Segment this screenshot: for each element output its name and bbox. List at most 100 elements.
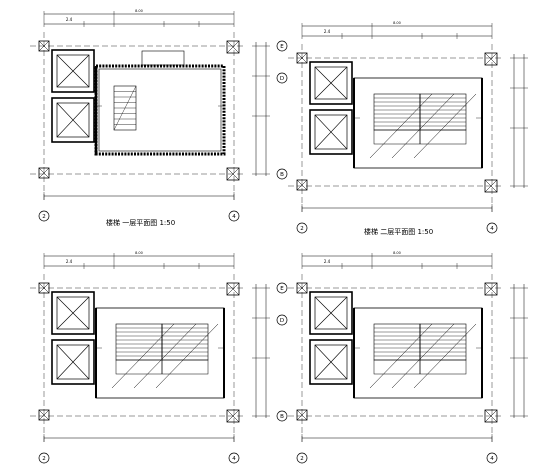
axis-row-d-label: D xyxy=(280,318,284,324)
column-outline xyxy=(484,52,498,66)
axis-row-e-bubble xyxy=(276,282,288,294)
stair-direction-line xyxy=(391,323,455,389)
stair-direction-line xyxy=(155,323,219,389)
column-hatch xyxy=(296,409,308,421)
elevator-car xyxy=(56,54,90,88)
elevator-shaft xyxy=(51,291,95,335)
stair-direction-line xyxy=(413,93,477,159)
elevator-shaft-wall xyxy=(51,49,95,93)
structural-column xyxy=(38,409,50,421)
axis-row-b-label: B xyxy=(280,172,284,178)
structural-column xyxy=(484,52,498,66)
bay-dimension-text: 2.4 xyxy=(66,17,73,22)
overall-dimension-text: 8.00 xyxy=(135,9,143,13)
structural-column xyxy=(296,409,308,421)
elevator-car xyxy=(314,114,348,150)
axis-col-4-bubble xyxy=(228,452,240,464)
stair-direction-line xyxy=(413,323,477,389)
elevator-cross xyxy=(56,344,90,380)
axis-row-e-bubble xyxy=(276,40,288,52)
column-hatch xyxy=(484,282,498,296)
entry-canopy xyxy=(141,50,185,66)
stair-direction-line xyxy=(391,93,455,159)
axis-row-b-bubble xyxy=(276,168,288,180)
elevator-car xyxy=(314,66,348,100)
elevator-shaft xyxy=(309,291,353,335)
column-hatch xyxy=(38,40,50,52)
axis-row-b-bubble xyxy=(276,410,288,422)
structural-column xyxy=(484,409,498,423)
stair-direction-line xyxy=(369,323,433,389)
elevator-shaft xyxy=(309,109,353,155)
axis-col-4-bubble xyxy=(486,452,498,464)
structural-column xyxy=(484,179,498,193)
column-outline xyxy=(296,52,308,64)
column-outline xyxy=(296,179,308,191)
axis-col-4-label: 4 xyxy=(232,214,236,220)
column-hatch xyxy=(296,52,308,64)
column-hatch xyxy=(38,167,50,179)
structural-column xyxy=(226,167,240,181)
axis-col-2-label: 2 xyxy=(300,456,304,462)
stair-direction-line xyxy=(133,323,197,389)
axis-col-4-label: 4 xyxy=(490,226,494,232)
column-hatch xyxy=(484,52,498,66)
column-hatch xyxy=(484,179,498,193)
axis-col-2-bubble xyxy=(38,210,50,222)
elevator-car xyxy=(56,296,90,330)
caption-second-floor-plan: 楼梯 二层平面图 1:50 xyxy=(364,228,434,236)
column-outline xyxy=(38,40,50,52)
stair-flight-outline xyxy=(115,323,163,361)
elevator-shaft-wall xyxy=(309,291,353,335)
elevator-cross xyxy=(314,66,348,100)
column-outline xyxy=(226,40,240,54)
bay-dimension-text: 2.4 xyxy=(66,259,73,264)
axis-col-4-bubble xyxy=(228,210,240,222)
axis-row-e-label: E xyxy=(280,44,284,50)
elevator-cross xyxy=(56,102,90,138)
bay-dimension-text: 2.4 xyxy=(324,29,331,34)
structural-column xyxy=(226,409,240,423)
axis-col-2-label: 2 xyxy=(42,456,46,462)
axis-col-2-label: 2 xyxy=(42,214,46,220)
stair-direction-line xyxy=(111,323,175,389)
column-hatch xyxy=(226,409,240,423)
structural-column xyxy=(296,52,308,64)
axis-row-d-bubble xyxy=(276,314,288,326)
elevator-car xyxy=(314,296,348,330)
structural-column xyxy=(38,282,50,294)
elevator-cross xyxy=(314,296,348,330)
column-hatch xyxy=(226,282,240,296)
column-hatch xyxy=(226,40,240,54)
axis-col-2-bubble xyxy=(296,452,308,464)
column-outline xyxy=(38,167,50,179)
elevator-shaft xyxy=(51,97,95,143)
column-outline xyxy=(226,167,240,181)
structural-column xyxy=(296,179,308,191)
overall-dimension-text: 8.00 xyxy=(135,251,143,255)
caption-first-floor-plan: 楼梯 一层平面图 1:50 xyxy=(106,219,176,227)
elevator-cross xyxy=(56,54,90,88)
stair-flight-outline xyxy=(373,93,421,131)
elevator-shaft-wall xyxy=(51,97,95,143)
elevator-shaft-wall xyxy=(51,339,95,385)
stair-flight-lower xyxy=(373,93,421,131)
axis-col-2-bubble xyxy=(296,222,308,234)
bay-dimension-text: 2.4 xyxy=(324,259,331,264)
elevator-car xyxy=(314,344,348,380)
column-outline xyxy=(226,409,240,423)
column-hatch xyxy=(38,282,50,294)
column-outline xyxy=(38,409,50,421)
structural-column xyxy=(226,282,240,296)
axis-col-2-label: 2 xyxy=(300,226,304,232)
stair-flight-lower xyxy=(373,323,421,361)
stair-core-wall xyxy=(94,64,226,156)
stair-core-inner-wall xyxy=(98,68,222,152)
axis-col-4-bubble xyxy=(486,222,498,234)
